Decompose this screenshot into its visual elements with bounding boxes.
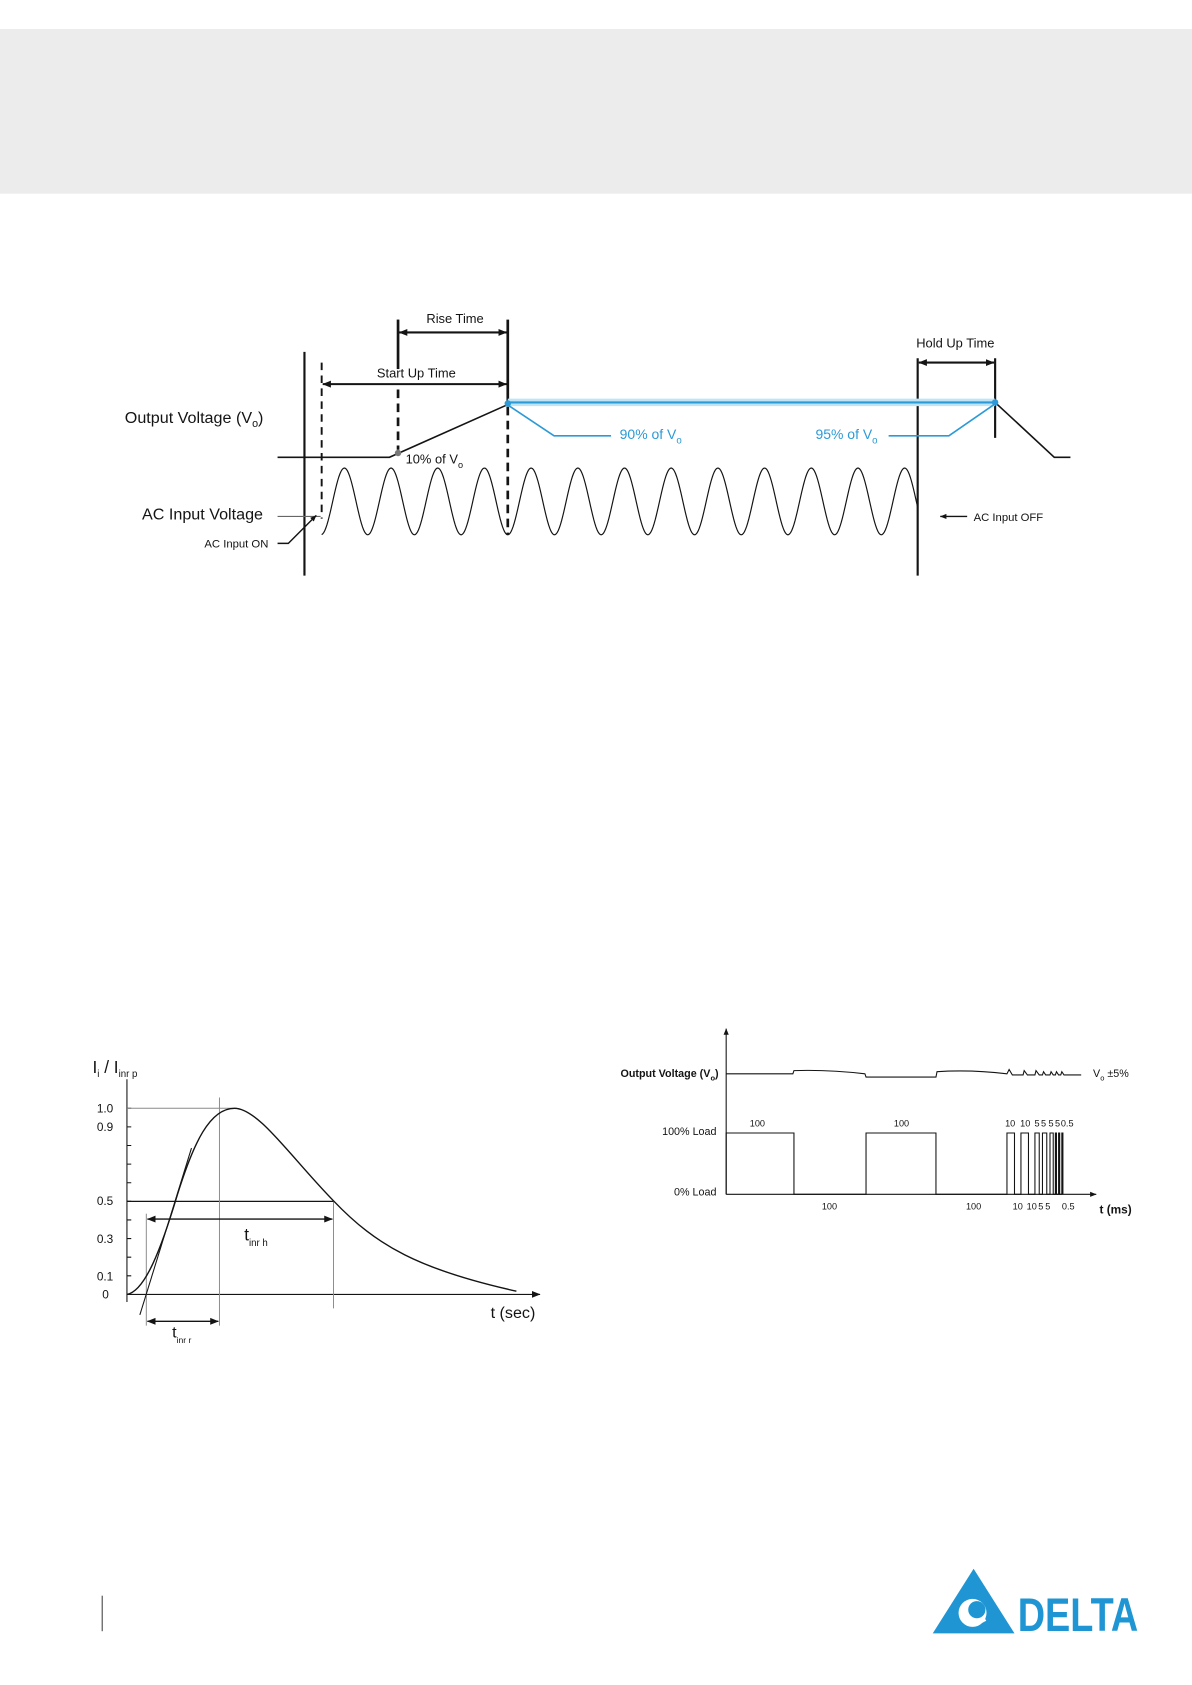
ninety-percent-text: 90% of V (620, 426, 677, 442)
output-voltage-label: Output Voltage (Vo) (125, 409, 264, 430)
inrush-current-diagram: Ii / Iinr p t (sec) 1.0 0.9 0.5 0.3 0.1 … (93, 1057, 541, 1345)
ninety-percent-leader (509, 406, 611, 436)
load-low-label: 0% Load (674, 1186, 716, 1198)
t-inr-h-label: tinr h (244, 1225, 268, 1249)
delta-swirl-inner (968, 1601, 985, 1618)
inrush-tick-label: 0.5 (97, 1194, 114, 1208)
header-band (0, 29, 1192, 194)
load-on-duration-label: 0.5 (1061, 1119, 1074, 1129)
hold-up-time-label: Hold Up Time (916, 336, 994, 351)
delta-logo-text: DELTA (1018, 1589, 1138, 1642)
load-on-duration-label: 5 (1041, 1119, 1046, 1129)
start-up-time-label: Start Up Time (377, 366, 456, 381)
ac-input-on-label: AC Input ON (204, 539, 268, 551)
load-on-duration-label: 100 (750, 1119, 765, 1129)
t-inr-r-sub: inr r (177, 1335, 192, 1345)
tolerance-suffix: ±5% (1104, 1068, 1129, 1080)
ten-percent-sub: o (458, 460, 463, 470)
load-step-waveform (726, 1133, 1063, 1194)
load-on-duration-label: 100 (894, 1119, 909, 1129)
load-off-duration-label: 100 (822, 1201, 837, 1211)
ninety-percent-label: 90% of Vo (620, 426, 682, 446)
inrush-tick-label: 0.3 (97, 1232, 114, 1246)
output-voltage-response-trace (726, 1070, 1081, 1078)
inrush-y-axis-label: Ii / Iinr p (93, 1057, 138, 1080)
timing-diagram: Rise Time Start Up Time Hold Up Time 10%… (125, 311, 1071, 576)
load-on-duration-label: 5 (1055, 1119, 1060, 1129)
inrush-y-tick-marks (127, 1108, 131, 1276)
inrush-tick-label: 0.9 (97, 1120, 114, 1134)
dynamic-load-diagram: Output Voltage (Vo) Vo ±5% 100% Load 0% … (620, 1029, 1131, 1217)
ac-input-sine-wave (322, 468, 918, 535)
rise-time-label: Rise Time (426, 311, 483, 326)
ac-input-off-label: AC Input OFF (974, 512, 1044, 524)
load-x-axis-label: t (ms) (1099, 1203, 1131, 1217)
load-on-duration-label: 5 (1049, 1119, 1054, 1129)
output-voltage-close: ) (258, 409, 263, 427)
output-voltage-fall-trace (995, 402, 1070, 457)
ten-percent-text: 10% of V (406, 452, 459, 467)
load-off-duration-label: 5 (1038, 1201, 1043, 1211)
inrush-tick-label: 1.0 (97, 1102, 114, 1116)
load-on-duration-label: 5 (1035, 1119, 1040, 1129)
ninety-five-percent-text: 95% of V (815, 426, 872, 442)
t-inr-h-sub: inr h (249, 1238, 268, 1249)
delta-logo: DELTA (933, 1569, 1138, 1642)
ten-percent-label: 10% of Vo (406, 452, 463, 470)
footer: DELTA (102, 1569, 1138, 1642)
ninety-five-percent-leader (889, 405, 994, 436)
load-high-label: 100% Load (662, 1126, 716, 1138)
inrush-y-label-b-sub: inr p (119, 1069, 138, 1080)
output-voltage-rise-trace (278, 405, 508, 458)
load-output-voltage-text: Output Voltage (V (620, 1068, 711, 1080)
load-off-duration-label: 0.5 (1062, 1201, 1075, 1211)
inrush-x-axis-label: t (sec) (491, 1304, 536, 1322)
load-on-duration-label: 10 (1020, 1119, 1030, 1129)
inrush-tick-label: 0.1 (97, 1269, 113, 1283)
inrush-tick-label: 0 (102, 1288, 109, 1302)
load-off-duration-label: 100 (966, 1201, 981, 1211)
rise-tangent-line (140, 1148, 192, 1315)
ac-input-voltage-label: AC Input Voltage (142, 506, 263, 524)
output-voltage-text: Output Voltage (V (125, 409, 253, 427)
load-output-voltage-label: Output Voltage (Vo) (620, 1068, 719, 1082)
inrush-y-label-b: / I (99, 1057, 118, 1077)
t-inr-r-label: tinr r (172, 1323, 191, 1344)
ac-input-on-arrow (278, 515, 317, 543)
load-off-duration-label: 10 (1027, 1201, 1037, 1211)
load-on-duration-label: 10 (1005, 1119, 1015, 1129)
ninety-five-percent-sub: o (872, 435, 877, 446)
load-off-duration-label: 5 (1045, 1201, 1050, 1211)
ninety-five-percent-label: 95% of Vo (815, 426, 877, 446)
ninety-percent-sub: o (676, 435, 681, 446)
tolerance-label: Vo ±5% (1093, 1068, 1129, 1082)
ten-percent-point (395, 450, 401, 456)
load-output-voltage-close: ) (715, 1068, 719, 1080)
load-off-duration-label: 10 (1013, 1201, 1023, 1211)
